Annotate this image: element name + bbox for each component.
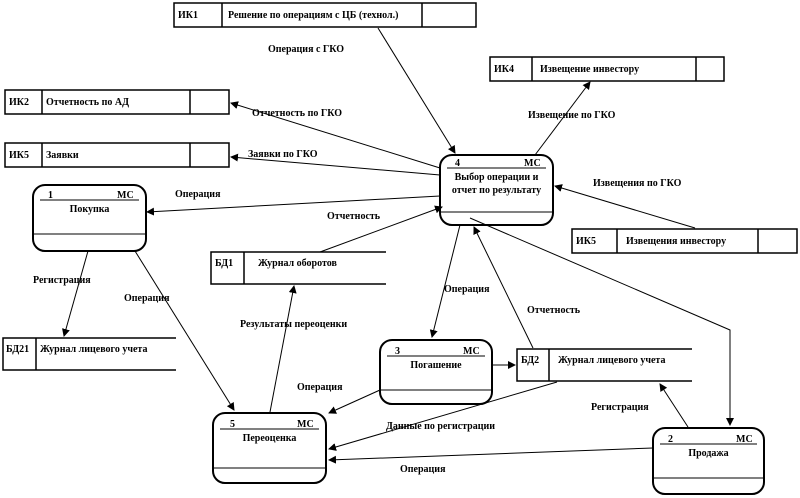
flow-arrow <box>328 389 381 414</box>
store-bd1: БД1 Журнал оборотов <box>210 251 386 285</box>
external-id: ИК5 <box>576 236 596 247</box>
flow-arrow <box>328 381 558 451</box>
process-tag: МС <box>736 434 753 445</box>
flow-label: Отчетность <box>327 211 381 222</box>
flow-label: Операция <box>444 284 490 295</box>
flow-label: Извещение по ГКО <box>528 110 616 121</box>
store-id: БД21 <box>6 344 29 355</box>
external-id: ИК4 <box>494 64 514 75</box>
store-title: Журнал лицевого учета <box>40 344 147 355</box>
flow-arrow <box>230 101 441 169</box>
store-bd21: БД21 Журнал лицевого учета <box>2 337 176 371</box>
flow-arrow <box>230 153 441 176</box>
flow-arrow <box>659 383 689 428</box>
store-id: БД1 <box>215 258 233 269</box>
external-ik1: ИК1 Решение по операциям с ЦБ (технол.) <box>173 2 477 28</box>
process-title: Переоценка <box>243 433 297 444</box>
flow-label: Результаты переоценки <box>240 319 347 330</box>
external-title: Решение по операциям с ЦБ (технол.) <box>228 10 398 21</box>
process-tag: МС <box>117 190 134 201</box>
process-tag: МС <box>524 158 541 169</box>
flow-label: Регистрация <box>33 275 91 286</box>
store-title: Журнал оборотов <box>258 258 337 269</box>
flow-label: Отчетность по ГКО <box>252 108 342 119</box>
external-id: ИК2 <box>9 97 29 108</box>
process-number: 3 <box>395 346 400 357</box>
process-number: 5 <box>230 419 235 430</box>
process-title: Погашение <box>410 360 462 371</box>
external-title: Отчетность по АД <box>46 97 129 108</box>
flow-arrow <box>62 250 89 337</box>
flow-label: Заявки по ГКО <box>248 149 318 160</box>
flow-label: Операция <box>297 382 343 393</box>
external-ik5-notices: ИК5 Извещения инвестору <box>571 228 798 254</box>
process-3-redemption: 3 МС Погашение <box>379 339 493 405</box>
flow-arrow <box>469 217 734 426</box>
store-bd2: БД2 Журнал лицевого учета <box>516 348 692 382</box>
process-2-sale: 2 МС Продажа <box>652 427 765 495</box>
flow-arrow <box>534 81 591 156</box>
flow-arrow <box>429 224 461 338</box>
store-id: БД2 <box>521 355 539 366</box>
process-number: 4 <box>455 158 460 169</box>
flow-label: Данные по регистрации <box>386 421 495 432</box>
process-title: Покупка <box>70 204 110 215</box>
external-id: ИК1 <box>178 10 198 21</box>
process-tag: МС <box>463 346 480 357</box>
flow-arrow <box>319 205 443 253</box>
flow-arrow <box>146 195 441 216</box>
external-id: ИК5 <box>9 150 29 161</box>
process-5-revaluation: 5 МС Переоценка <box>212 412 327 484</box>
flow-arrow <box>328 447 654 464</box>
process-tag: МС <box>297 419 314 430</box>
flow-label: Операция <box>400 464 446 475</box>
flow-label: Регистрация <box>591 402 649 413</box>
external-title: Извещения инвестору <box>626 236 726 247</box>
external-ik2: ИК2 Отчетность по АД <box>4 89 230 115</box>
external-ik5-zayavki: ИК5 Заявки <box>4 142 230 168</box>
process-4-select-operation: 4 МС Выбор операции и отчет по результат… <box>439 154 554 226</box>
process-title: Выбор операции и <box>455 172 539 183</box>
flow-arrow <box>554 184 696 229</box>
flow-arrow <box>473 226 534 349</box>
store-title: Журнал лицевого учета <box>558 355 665 366</box>
process-number: 1 <box>48 190 53 201</box>
flow-arrow <box>134 250 235 411</box>
flow-label: Отчетность <box>527 305 581 316</box>
external-ik4: ИК4 Извещение инвестору <box>489 56 725 82</box>
flow-label: Операция с ГКО <box>268 44 344 55</box>
process-1-purchase: 1 МС Покупка <box>32 184 147 252</box>
flow-label: Извещения по ГКО <box>593 178 682 189</box>
process-title: Продажа <box>688 448 728 459</box>
external-title: Извещение инвестору <box>540 64 639 75</box>
external-title: Заявки <box>46 150 79 161</box>
process-title: отчет по результату <box>452 185 541 196</box>
flow-label: Операция <box>175 189 221 200</box>
process-number: 2 <box>668 434 673 445</box>
flow-label: Операция <box>124 293 170 304</box>
flow-arrow <box>377 27 456 154</box>
flow-arrow <box>269 285 297 413</box>
